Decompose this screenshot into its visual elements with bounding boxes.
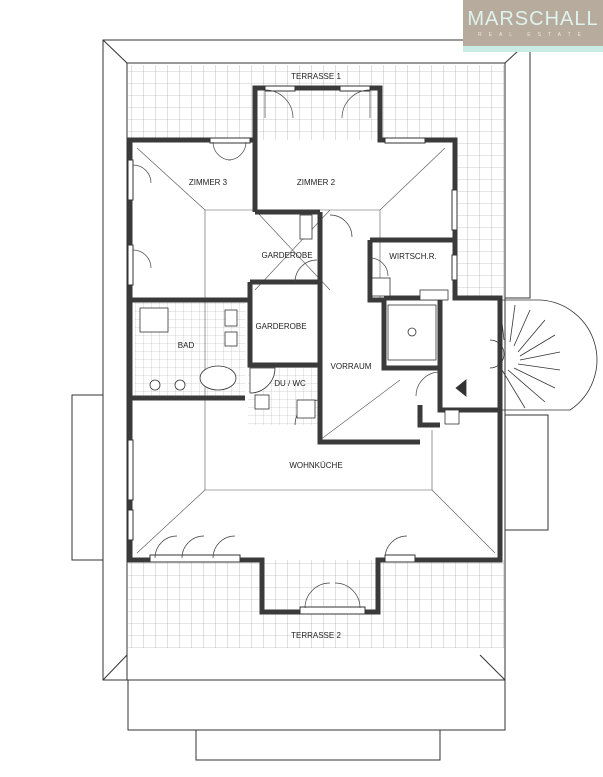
- room-label-terrasse-1: TERRASSE 1: [291, 72, 341, 81]
- room-label-wohnkueche: WOHNKÜCHE: [289, 461, 342, 470]
- room-label-garderobe-upper: GARDEROBE: [261, 251, 312, 260]
- logo-name: MARSCHALL: [467, 8, 599, 30]
- logo-accent-strip: [463, 46, 603, 52]
- windows: [127, 85, 458, 615]
- logo-subtitle: REAL ESTATE: [478, 32, 588, 38]
- room-label-vorraum: VORRAUM: [331, 362, 372, 371]
- fixtures: [139, 214, 467, 425]
- shower: [249, 367, 276, 394]
- room-label-zimmer-2: ZIMMER 2: [297, 178, 336, 187]
- room-label-bad: BAD: [178, 341, 195, 350]
- shower-tray: [139, 307, 169, 333]
- brand-logo: MARSCHALL REAL ESTATE: [463, 0, 603, 46]
- room-label-du-wc: DU / WC: [274, 379, 306, 388]
- room-label-garderobe-lower: GARDEROBE: [255, 322, 306, 331]
- staircase: [489, 299, 598, 411]
- bathtub: [199, 365, 237, 391]
- room-label-zimmer-3: ZIMMER 3: [189, 178, 228, 187]
- room-label-wirtschaftsraum: WIRTSCH.R.: [389, 252, 436, 261]
- terrace-2-tiles: [128, 560, 505, 648]
- terrace-1-tiles: [128, 65, 505, 298]
- room-label-terrasse-2: TERRASSE 2: [291, 631, 341, 640]
